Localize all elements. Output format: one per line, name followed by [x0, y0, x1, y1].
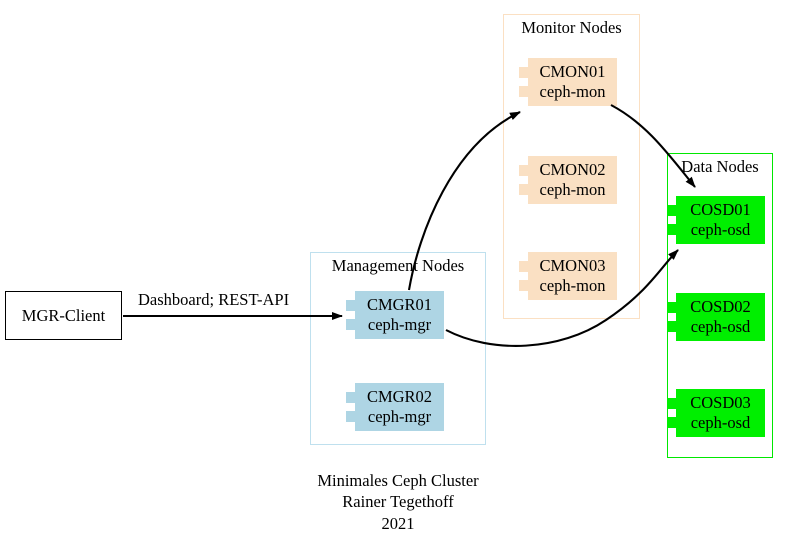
server-ear-icon: [346, 300, 355, 311]
node-cmgr02[interactable]: CMGR02 ceph-mgr: [346, 383, 444, 431]
node-cosd02-name: COSD02: [690, 296, 751, 316]
server-ear-icon: [519, 280, 528, 291]
node-cmgr02-name: CMGR02: [366, 386, 433, 406]
edge-label-dashboard-rest-api: Dashboard; REST-API: [138, 290, 290, 309]
node-cosd01-role: ceph-osd: [690, 220, 751, 239]
node-cosd01[interactable]: COSD01 ceph-osd: [667, 196, 765, 244]
node-cosd03-name: COSD03: [690, 392, 751, 412]
node-cosd03-role: ceph-osd: [690, 413, 751, 432]
node-cosd02[interactable]: COSD02 ceph-osd: [667, 293, 765, 341]
node-cmgr01[interactable]: CMGR01 ceph-mgr: [346, 291, 444, 339]
node-cmgr01-role: ceph-mgr: [367, 315, 432, 334]
node-cosd01-name: COSD01: [690, 199, 751, 219]
mgr-client-label: MGR-Client: [21, 305, 106, 325]
node-cmon01-name: CMON01: [539, 61, 606, 81]
server-ear-icon: [519, 165, 528, 176]
node-cmon02-name: CMON02: [539, 159, 606, 179]
node-cmon02-role: ceph-mon: [539, 180, 606, 199]
node-cosd02-role: ceph-osd: [690, 317, 751, 336]
node-cmon03-role: ceph-mon: [539, 276, 606, 295]
server-ear-icon: [346, 411, 355, 422]
group-data-nodes-title: Data Nodes: [681, 157, 759, 176]
node-cosd03[interactable]: COSD03 ceph-osd: [667, 389, 765, 437]
server-ear-icon: [667, 417, 676, 428]
node-cmon03[interactable]: CMON03 ceph-mon: [519, 252, 617, 300]
server-ear-icon: [346, 392, 355, 403]
server-ear-icon: [667, 321, 676, 332]
node-cmon02[interactable]: CMON02 ceph-mon: [519, 156, 617, 204]
node-cmon01-role: ceph-mon: [539, 82, 606, 101]
server-ear-icon: [346, 319, 355, 330]
server-ear-icon: [519, 261, 528, 272]
diagram-caption: Minimales Ceph Cluster Rainer Tegethoff …: [283, 470, 513, 534]
server-ear-icon: [667, 224, 676, 235]
node-cmon01[interactable]: CMON01 ceph-mon: [519, 58, 617, 106]
group-management-nodes-title: Management Nodes: [331, 256, 465, 275]
server-ear-icon: [519, 86, 528, 97]
server-ear-icon: [667, 302, 676, 313]
server-ear-icon: [519, 184, 528, 195]
server-ear-icon: [667, 398, 676, 409]
caption-line-1: Minimales Ceph Cluster: [317, 471, 479, 490]
server-ear-icon: [519, 67, 528, 78]
caption-line-3: 2021: [381, 513, 415, 533]
node-cmgr01-name: CMGR01: [366, 294, 433, 314]
caption-line-2: Rainer Tegethoff: [342, 492, 454, 512]
mgr-client-box[interactable]: MGR-Client: [5, 291, 122, 340]
server-ear-icon: [667, 205, 676, 216]
node-cmon03-name: CMON03: [539, 255, 606, 275]
node-cmgr02-role: ceph-mgr: [367, 407, 432, 426]
group-monitor-nodes-title: Monitor Nodes: [521, 18, 622, 37]
